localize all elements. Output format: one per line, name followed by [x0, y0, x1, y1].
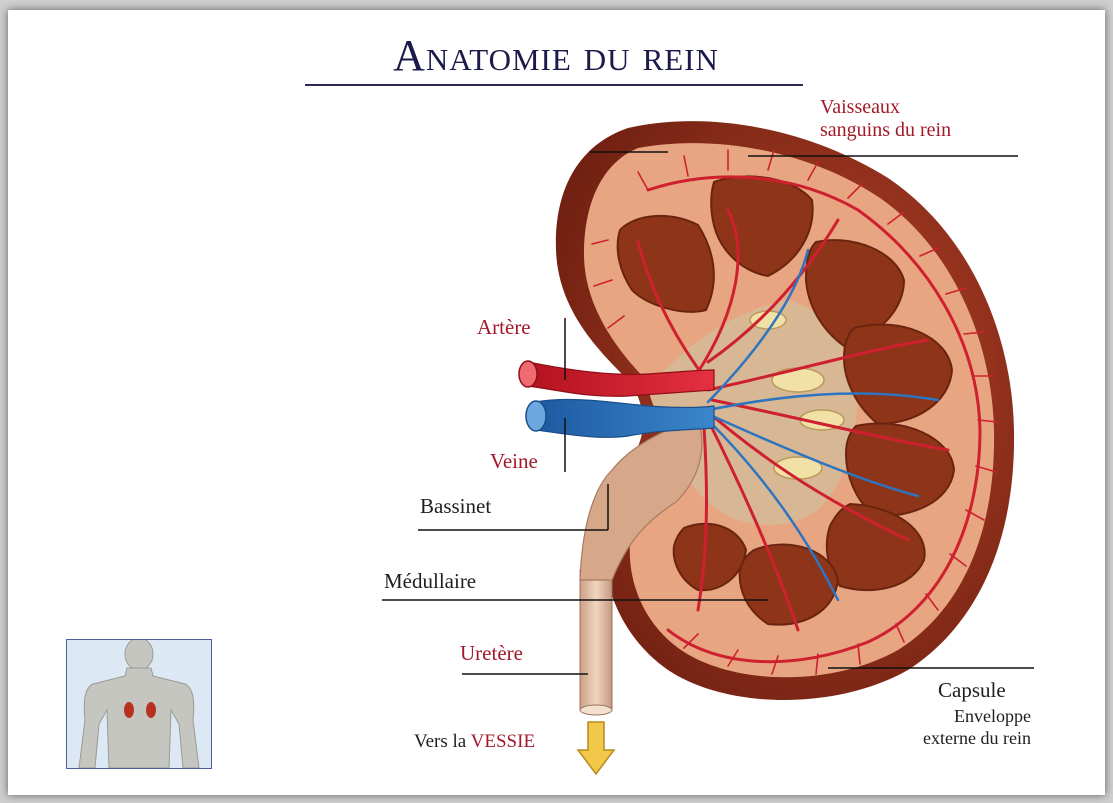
- label-enveloppe: Enveloppe externe du rein: [867, 706, 1031, 749]
- page-title: Anatomie du rein: [310, 30, 802, 81]
- vessie-text: VESSIE: [471, 731, 535, 752]
- label-medullaire: Médullaire: [384, 570, 476, 593]
- label-veine: Veine: [490, 450, 538, 473]
- label-vaisseaux: Vaisseaux sanguins du rein: [820, 96, 951, 142]
- label-capsule: Capsule: [938, 679, 1006, 702]
- vein-opening: [526, 401, 546, 431]
- title-underline: [305, 84, 803, 86]
- down-arrow-icon: [578, 722, 614, 774]
- label-bassinet: Bassinet: [420, 495, 491, 518]
- ureter: [580, 570, 612, 710]
- label-vers-la-vessie: Vers la VESSIE: [414, 732, 535, 753]
- label-uretere: Uretère: [460, 642, 523, 665]
- vers-la-text: Vers la: [414, 731, 466, 752]
- artery-opening: [519, 361, 537, 387]
- diagram-card: Anatomie du rein Vaisseaux sanguins du r…: [8, 10, 1105, 795]
- label-artere: Artère: [477, 316, 531, 339]
- body-kidneys-icon: [66, 639, 212, 769]
